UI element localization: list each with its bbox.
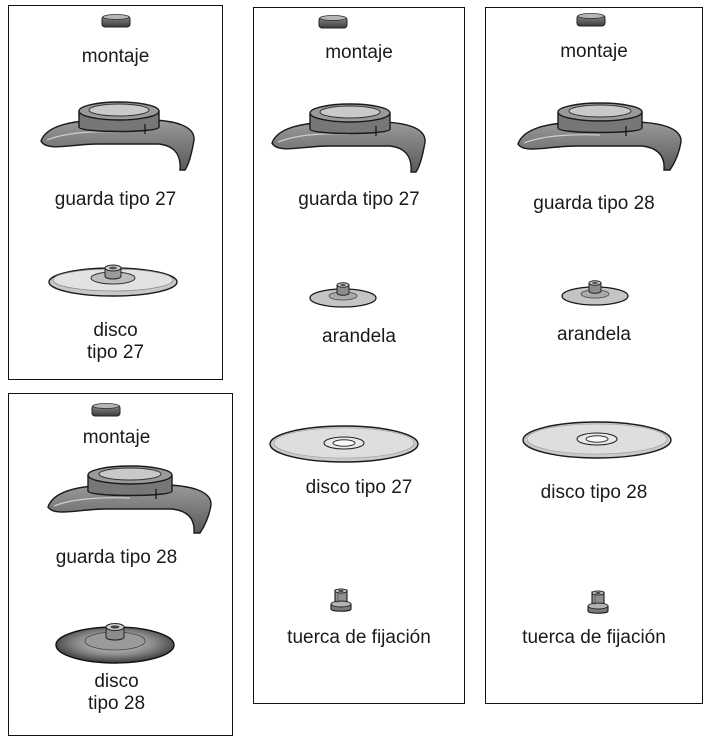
part-label: disco tipo 28 (540, 482, 648, 503)
part-label: montaje (560, 41, 628, 62)
mounting-ring-icon (318, 14, 348, 30)
mounting-ring-icon (101, 13, 131, 29)
part-label-line1: disco (93, 320, 138, 341)
part-label: guarda tipo 27 (298, 189, 420, 210)
part-label: arandela (557, 324, 631, 345)
guard-type27-icon (37, 96, 197, 176)
washer-icon (560, 276, 630, 308)
guard-type28-icon (514, 96, 684, 176)
part-label-line2: tipo 27 (86, 342, 145, 363)
disc-type28-icon (54, 617, 176, 667)
part-label-line1: disco (94, 671, 139, 692)
guard-type28-icon (44, 459, 214, 539)
part-label: montaje (82, 427, 151, 448)
flat-disc-icon (268, 424, 420, 464)
part-label: tuerca de fijación (522, 627, 666, 648)
lock-nut-icon (330, 588, 352, 618)
washer-icon (308, 278, 378, 310)
part-label: guarda tipo 28 (55, 547, 178, 568)
mounting-ring-icon (91, 402, 121, 418)
part-label: guarda tipo 27 (54, 189, 177, 210)
panel-type28-guard-disc: montaje guarda tipo 28 disco tipo 28 (8, 393, 233, 736)
part-label: arandela (322, 326, 396, 347)
part-label: guarda tipo 28 (533, 193, 655, 214)
flat-disc-icon (521, 420, 673, 460)
panel-type27-guard-disc: montaje guarda tipo 27 disco tipo 27 (8, 5, 223, 380)
part-label-line2: tipo 28 (87, 693, 146, 714)
panel-type27-full-assembly: montaje guarda tipo 27 arandela disco (253, 7, 465, 704)
lock-nut-icon (587, 590, 609, 620)
part-label: montaje (81, 46, 150, 67)
mounting-ring-icon (576, 12, 606, 28)
part-label: montaje (325, 42, 393, 63)
panel-type28-full-assembly: montaje guarda tipo 28 arandela disco (485, 7, 703, 704)
disc-type27-icon (47, 258, 179, 302)
part-label: tuerca de fijación (287, 627, 431, 648)
guard-type27-icon (268, 98, 428, 178)
part-label: disco tipo 27 (305, 477, 413, 498)
